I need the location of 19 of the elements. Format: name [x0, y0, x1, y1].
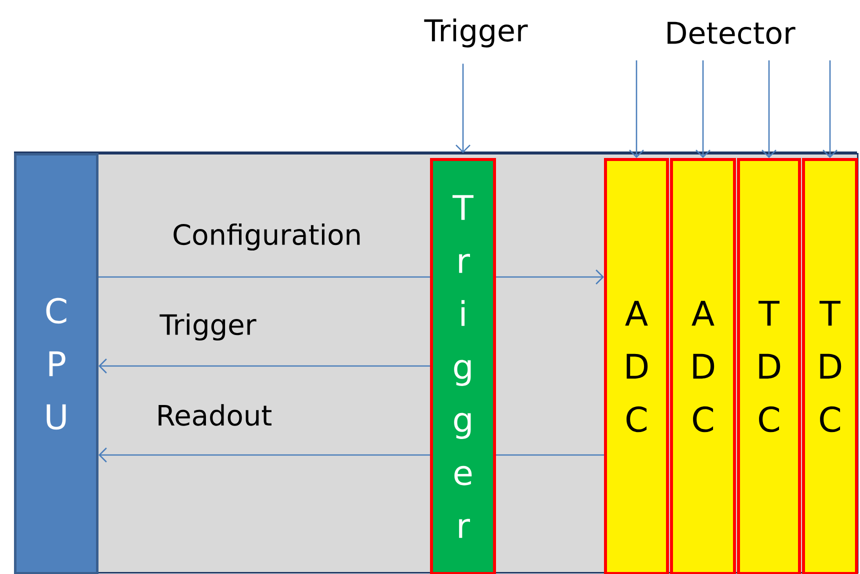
module-card: TDC	[737, 158, 801, 574]
module-card: ADC	[670, 158, 736, 574]
arrow	[696, 60, 710, 158]
arrow	[629, 60, 644, 158]
arrow	[822, 60, 838, 158]
heading-label: Trigger	[424, 18, 528, 48]
arrow	[456, 64, 470, 153]
arrow	[98, 448, 430, 462]
module-card: TDC	[802, 158, 858, 574]
edge-label: Readout	[154, 403, 274, 427]
module-card: ADC	[604, 158, 669, 574]
cpu-module: CPU	[14, 153, 98, 574]
edge-label: Configuration	[171, 222, 363, 252]
arrow	[496, 270, 604, 284]
heading-label: Detector	[668, 22, 796, 44]
arrow	[762, 60, 776, 158]
trigger-module: Trigger	[430, 158, 496, 574]
arrow	[98, 358, 430, 374]
edge-label: Trigger	[158, 312, 258, 342]
